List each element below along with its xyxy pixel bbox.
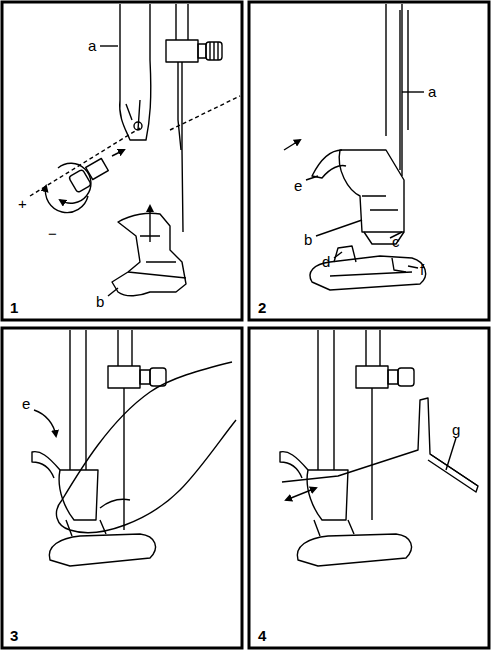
panel-number: 1 — [10, 300, 18, 316]
panel-number: 4 — [258, 628, 266, 644]
panel-number: 3 — [10, 628, 18, 644]
sign: − — [48, 226, 57, 242]
callout-letter: b — [304, 232, 312, 248]
sign: + — [18, 196, 27, 212]
callout-letter: g — [452, 422, 460, 438]
callout-letter: b — [96, 294, 104, 310]
panel-number: 2 — [258, 300, 266, 316]
callout-letter: d — [322, 254, 330, 270]
callout-letter: f — [420, 262, 424, 278]
callout-letter: e — [22, 396, 30, 412]
callout-letter: c — [392, 234, 400, 250]
callout-letter: e — [294, 178, 302, 194]
callout-letter: a — [428, 84, 436, 100]
machine-parts — [30, 4, 478, 566]
callout-letter: a — [88, 38, 96, 54]
